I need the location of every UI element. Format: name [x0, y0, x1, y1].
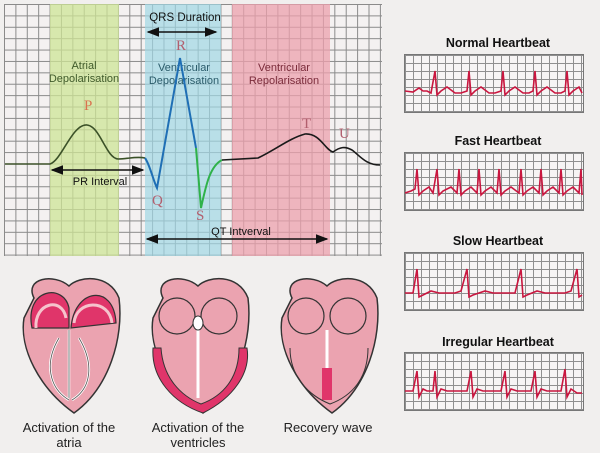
normal-heartbeat-title: Normal Heartbeat: [445, 36, 551, 50]
u-wave-label: U: [339, 126, 350, 142]
p-wave-label: P: [84, 98, 93, 114]
normal-trace: [404, 70, 583, 97]
t-wave-label: T: [302, 116, 312, 132]
atrial-depolarisation-band: [50, 4, 119, 256]
heart-recovery-wave: [280, 277, 379, 414]
s-wave-label: S: [196, 208, 205, 224]
ventricular-repolarisation-band: [232, 4, 330, 256]
r-wave-label: R: [176, 38, 187, 54]
heart-ventricles-activation: [151, 277, 250, 414]
caption-atria: Activation of the atria: [22, 420, 116, 450]
qrs-duration-label: QRS Duration: [149, 12, 221, 24]
irregular-heartbeat-title: Irregular Heartbeat: [442, 335, 554, 349]
slow-trace: [405, 268, 583, 299]
atrial-depolarisation-label: Atrial Depolarisation: [48, 60, 120, 85]
ventricular-depolarisation-band: [145, 4, 221, 256]
normal-heartbeat-strip: [404, 54, 584, 113]
heart-atria-activation: [22, 277, 121, 414]
ventricular-repolarisation-label: Ventricular Repolarisation: [248, 62, 320, 87]
q-wave-label: Q: [152, 193, 163, 209]
caption-recovery: Recovery wave: [283, 420, 373, 435]
irregular-trace: [405, 368, 582, 400]
irregular-heartbeat-strip: [404, 352, 584, 411]
ecg-trace: [5, 27, 381, 244]
slow-heartbeat-strip: [404, 252, 584, 311]
fast-heartbeat-title: Fast Heartbeat: [454, 134, 542, 148]
caption-ventricles: Activation of the ventricles: [151, 420, 245, 450]
qt-interval-label: QT Intverval: [211, 226, 271, 238]
fast-heartbeat-strip: [404, 152, 584, 211]
pr-interval-label: PR Interval: [72, 176, 128, 188]
fast-trace: [404, 168, 583, 197]
slow-heartbeat-title: Slow Heartbeat: [452, 234, 544, 248]
